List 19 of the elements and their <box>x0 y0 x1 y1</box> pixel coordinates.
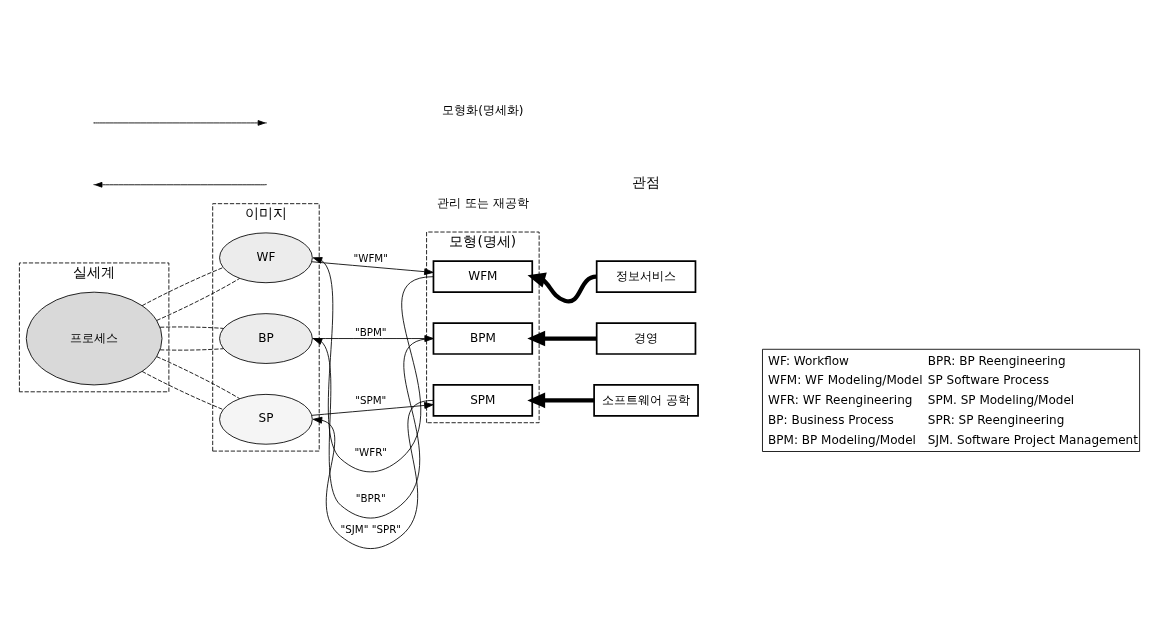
edge-label: "SJM" "SPR" <box>340 523 402 536</box>
label: BPR: BP Reengineering <box>927 353 1066 368</box>
legend-label: 모형화(명세화) <box>442 103 524 118</box>
legend-label: 관리 또는 재공학 <box>437 195 529 210</box>
label: WF: Workflow <box>768 353 849 368</box>
label: SJM. Software Project Management <box>927 432 1138 447</box>
edge-label: "BPM" <box>354 325 387 338</box>
edge-label: "SPM" <box>355 394 387 407</box>
label: SPM. SP Modeling/Model <box>927 393 1075 407</box>
label: SPR: SP Reengineering <box>927 412 1065 427</box>
edge-label: "BPR" <box>355 492 386 505</box>
label: 관점 <box>632 174 661 191</box>
label: SP Software Process <box>927 373 1049 388</box>
edge-label: "WFR" <box>354 445 388 458</box>
label: BP: Business Process <box>768 412 894 427</box>
label: WFR: WF Reengineering <box>768 393 913 407</box>
label: WFM: WF Modeling/Model <box>768 373 923 388</box>
edge-label: "WFM" <box>353 251 388 264</box>
label: BPM: BP Modeling/Model <box>768 432 916 447</box>
